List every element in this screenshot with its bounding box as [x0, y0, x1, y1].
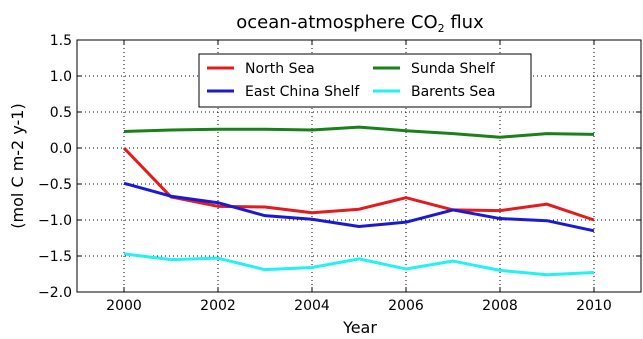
y-axis-label: (mol C m-2 y-1)	[8, 103, 27, 228]
series-line-east-china-shelf	[123, 181, 595, 233]
x-tick-label: 2010	[576, 298, 612, 314]
series-line-north-sea	[122, 146, 595, 222]
legend-label-barents-sea: Barents Sea	[411, 84, 495, 100]
y-tick-label: −2.0	[38, 285, 72, 301]
x-tick-label: 2002	[200, 298, 236, 314]
x-tick-label: 2006	[388, 298, 424, 314]
legend-label-east-china-shelf: East China Shelf	[245, 84, 360, 100]
y-tick-label: 1.5	[50, 33, 72, 49]
legend-label-sunda-shelf: Sunda Shelf	[411, 61, 496, 77]
chart-title: ocean-atmosphere CO2 flux	[236, 12, 484, 35]
y-tick-label: −0.5	[38, 177, 72, 193]
y-tick-label: 0.5	[50, 105, 72, 121]
x-tick-label: 2004	[294, 298, 330, 314]
series-line-barents-sea	[123, 252, 595, 277]
y-tick-label: 1.0	[50, 69, 72, 85]
x-tick-label: 2000	[106, 298, 142, 314]
x-axis-label: Year	[342, 318, 377, 337]
x-tick-label: 2008	[482, 298, 518, 314]
series-lines	[122, 125, 595, 277]
y-tick-label: −1.5	[38, 249, 72, 265]
axis-ticks: 2000 2002 2004 2006 2008 2010 −2.0 −1.5 −1.0 −0.5…	[38, 33, 641, 314]
y-tick-label: 0.0	[50, 141, 72, 157]
plot-frame	[76, 39, 642, 293]
legend-label-north-sea: North Sea	[245, 61, 315, 77]
series-line-sunda-shelf	[123, 125, 595, 139]
y-tick-label: −1.0	[38, 213, 72, 229]
legend-box	[198, 53, 532, 108]
